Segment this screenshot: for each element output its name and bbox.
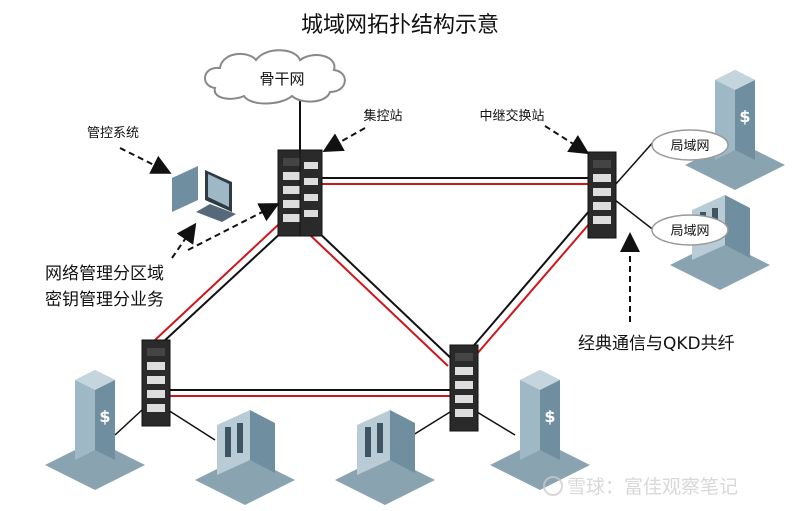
lan-cloud-2: 局域网 — [651, 214, 729, 246]
office-building-icon — [335, 410, 435, 505]
svg-text:局域网: 局域网 — [670, 224, 709, 239]
key-mgmt-label: 密钥管理分业务 — [45, 290, 164, 310]
svg-text:雪球：富佳观察笔记: 雪球：富佳观察笔记 — [567, 476, 738, 498]
node-rack-bottom-left — [141, 339, 171, 427]
management-system-label: 管控系统 — [87, 126, 139, 141]
control-station-rack — [277, 149, 323, 237]
lan-cloud-1: 局域网 — [651, 129, 729, 161]
link-control-bottomleft — [154, 224, 285, 344]
shared-fiber-label: 经典通信与QKD共纤 — [578, 334, 735, 354]
tower-building-icon — [490, 370, 590, 490]
tower-building-icon — [45, 370, 145, 490]
link-bottomleft-bottommid — [168, 389, 450, 397]
watermark: 雪球：富佳观察笔记 — [543, 476, 738, 498]
backbone-label: 骨干网 — [259, 70, 304, 88]
relay-station-rack — [587, 151, 617, 239]
node-rack-bottom-middle — [449, 344, 479, 432]
backbone-cloud: 骨干网 — [204, 49, 346, 105]
svg-text:局域网: 局域网 — [670, 139, 709, 154]
link-relay-bottommid — [469, 209, 597, 356]
office-building-icon — [195, 410, 295, 505]
links — [114, 100, 661, 441]
link-control-relay — [322, 177, 588, 185]
link-control-bottommid — [309, 229, 456, 367]
control-station-label: 集控站 — [363, 108, 402, 124]
relay-station-label: 中继交换站 — [479, 108, 544, 124]
diagram-title: 城域网拓扑结构示意 — [301, 13, 499, 38]
network-mgmt-label: 网络管理分区域 — [45, 264, 164, 284]
management-computer-icon — [172, 166, 236, 222]
